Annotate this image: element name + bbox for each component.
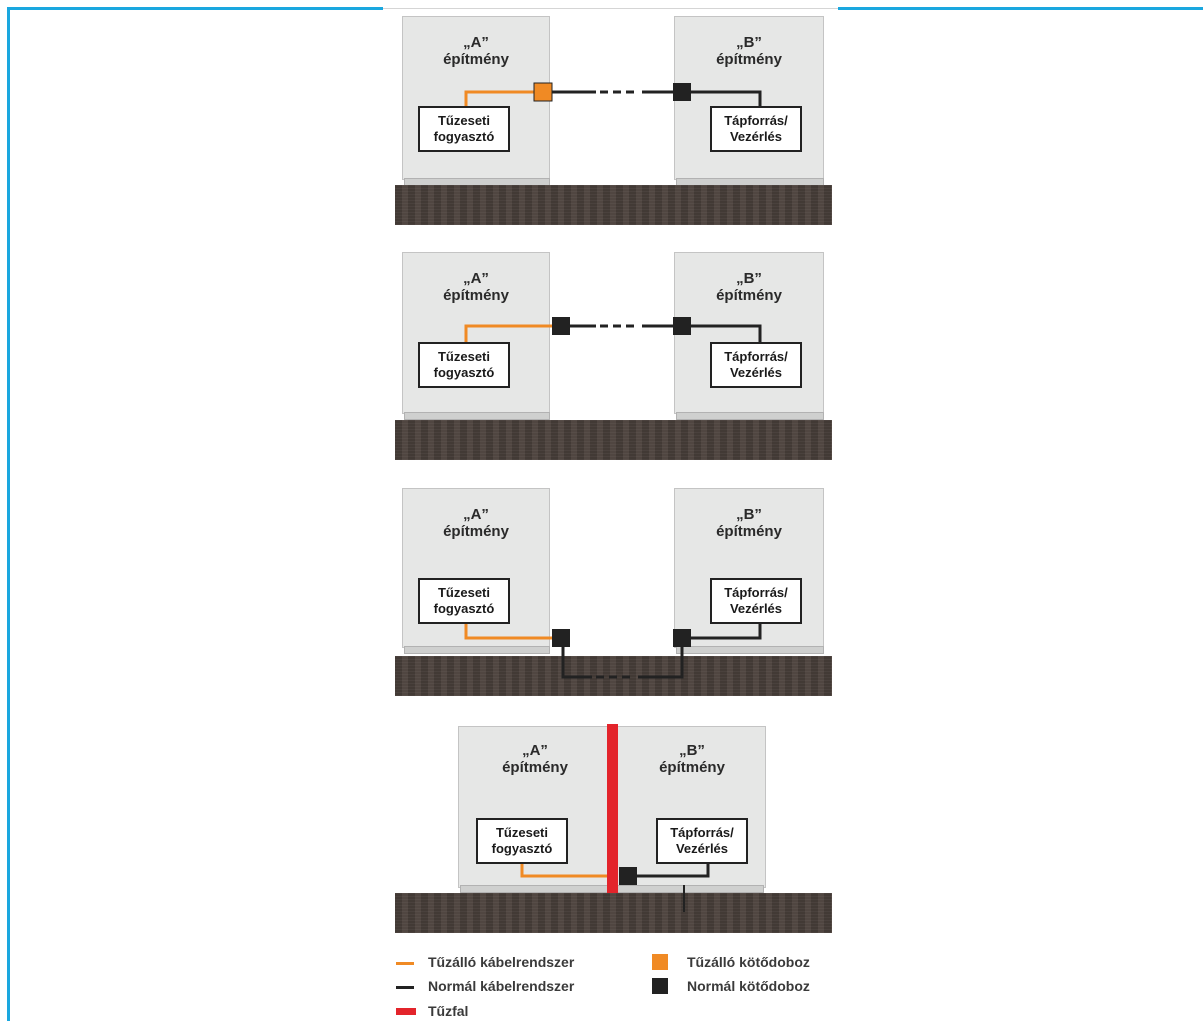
normal-junction-box bbox=[673, 83, 691, 101]
legend-fireproof-cable: Tűzálló kábelrendszer bbox=[428, 954, 575, 970]
building-a-title: „A”építmény bbox=[443, 506, 509, 540]
fireproof-cable bbox=[464, 624, 552, 640]
power-control-box: Tápforrás/Vezérlés bbox=[710, 578, 802, 624]
building-a-base bbox=[404, 646, 550, 654]
ground bbox=[395, 420, 832, 460]
legend-normal-box: Normál kötődoboz bbox=[687, 978, 810, 994]
building-a-title: „A”építmény bbox=[443, 34, 509, 68]
frame-top-border-right bbox=[838, 7, 1203, 10]
normal-junction-box bbox=[552, 629, 570, 647]
normal-junction-box bbox=[552, 317, 570, 335]
building-b-base bbox=[676, 412, 824, 420]
building-b bbox=[674, 16, 824, 180]
legend-firewall-swatch bbox=[396, 1008, 416, 1015]
fireproof-junction-box bbox=[533, 82, 553, 102]
building-b-title: „B”építmény bbox=[716, 270, 782, 304]
frame-top-divider bbox=[383, 8, 838, 9]
normal-cable bbox=[638, 647, 684, 679]
fireproof-cable bbox=[464, 324, 552, 342]
legend-normal-cable-swatch bbox=[396, 986, 414, 989]
legend-fireproof-cable-swatch bbox=[396, 962, 414, 965]
normal-cable bbox=[561, 647, 592, 679]
legend-normal-cable: Normál kábelrendszer bbox=[428, 978, 575, 994]
power-control-box: Tápforrás/Vezérlés bbox=[710, 106, 802, 152]
legend-normal-box-swatch bbox=[652, 978, 668, 994]
ground bbox=[395, 185, 832, 225]
building-b-title: „B”építmény bbox=[659, 742, 725, 776]
building-a-title: „A”építmény bbox=[443, 270, 509, 304]
legend-fireproof-box-swatch bbox=[652, 954, 668, 970]
building-a-base bbox=[404, 412, 550, 420]
building-b-title: „B”építmény bbox=[716, 506, 782, 540]
fireproof-cable bbox=[520, 864, 609, 878]
normal-junction-box bbox=[673, 317, 691, 335]
ground bbox=[395, 893, 832, 933]
normal-cable bbox=[691, 624, 762, 640]
building-a-title: „A”építmény bbox=[502, 742, 568, 776]
legend-firewall: Tűzfal bbox=[428, 1003, 469, 1019]
normal-junction-box bbox=[673, 629, 691, 647]
normal-junction-box bbox=[619, 867, 637, 885]
normal-cable bbox=[690, 324, 762, 342]
legend-fireproof-box: Tűzálló kötődoboz bbox=[687, 954, 810, 970]
firewall bbox=[607, 724, 618, 893]
normal-cable bbox=[690, 90, 762, 106]
normal-cable bbox=[637, 864, 710, 878]
power-control-box: Tápforrás/Vezérlés bbox=[656, 818, 748, 864]
fireproof-cable bbox=[464, 90, 534, 106]
power-control-box: Tápforrás/Vezérlés bbox=[710, 342, 802, 388]
building-b-title: „B”építmény bbox=[716, 34, 782, 68]
frame-left-border bbox=[7, 7, 10, 1021]
building-b-base bbox=[676, 646, 824, 654]
frame-top-border bbox=[7, 7, 383, 10]
